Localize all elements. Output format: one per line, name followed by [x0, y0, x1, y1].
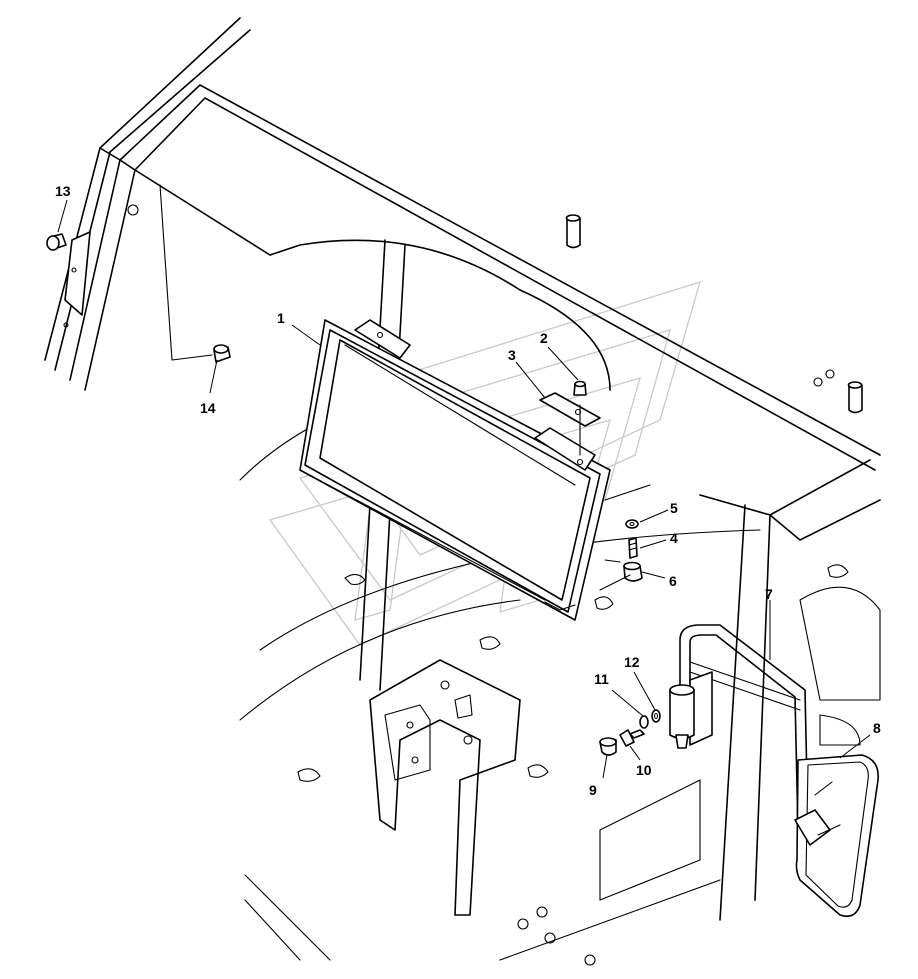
- callout-2: 2: [540, 330, 548, 346]
- mounting-studs: [565, 214, 863, 414]
- leader-lines: [57, 199, 871, 779]
- part-2-screw: [573, 380, 587, 456]
- part-8-mirror-head: [794, 754, 879, 918]
- part-9-cap: [599, 737, 617, 756]
- part-5-washer: [625, 519, 639, 529]
- callout-7: 7: [765, 586, 773, 602]
- part-4-screw: [628, 537, 638, 559]
- callout-5: 5: [670, 500, 678, 516]
- part-10-bolt: [619, 729, 645, 747]
- part-14-plug: [159, 184, 231, 363]
- callout-3: 3: [508, 347, 516, 363]
- part-13-plug: [46, 231, 91, 328]
- callout-10: 10: [636, 762, 652, 778]
- callout-6: 6: [669, 573, 677, 589]
- callout-labels: 13 14 1 2 3 5 4 6 7 8 9 10 11 12: [55, 183, 881, 798]
- callout-12: 12: [624, 654, 640, 670]
- callout-11: 11: [594, 671, 609, 687]
- part-12-washer: [651, 709, 661, 723]
- part-6-cap: [623, 561, 643, 582]
- floor-cutouts: [297, 564, 849, 782]
- callout-4: 4: [670, 530, 678, 546]
- callout-8: 8: [873, 720, 881, 736]
- visor-assembly-lines: [599, 484, 651, 591]
- callout-1: 1: [277, 310, 285, 326]
- callout-9: 9: [589, 782, 597, 798]
- mirror-mount-plate: [369, 659, 521, 916]
- callout-14: 14: [200, 400, 216, 416]
- part-1-sun-visor: [299, 319, 611, 621]
- part-11-washer: [639, 715, 649, 729]
- callout-13: 13: [55, 183, 71, 199]
- mirror-hinge: [669, 671, 713, 749]
